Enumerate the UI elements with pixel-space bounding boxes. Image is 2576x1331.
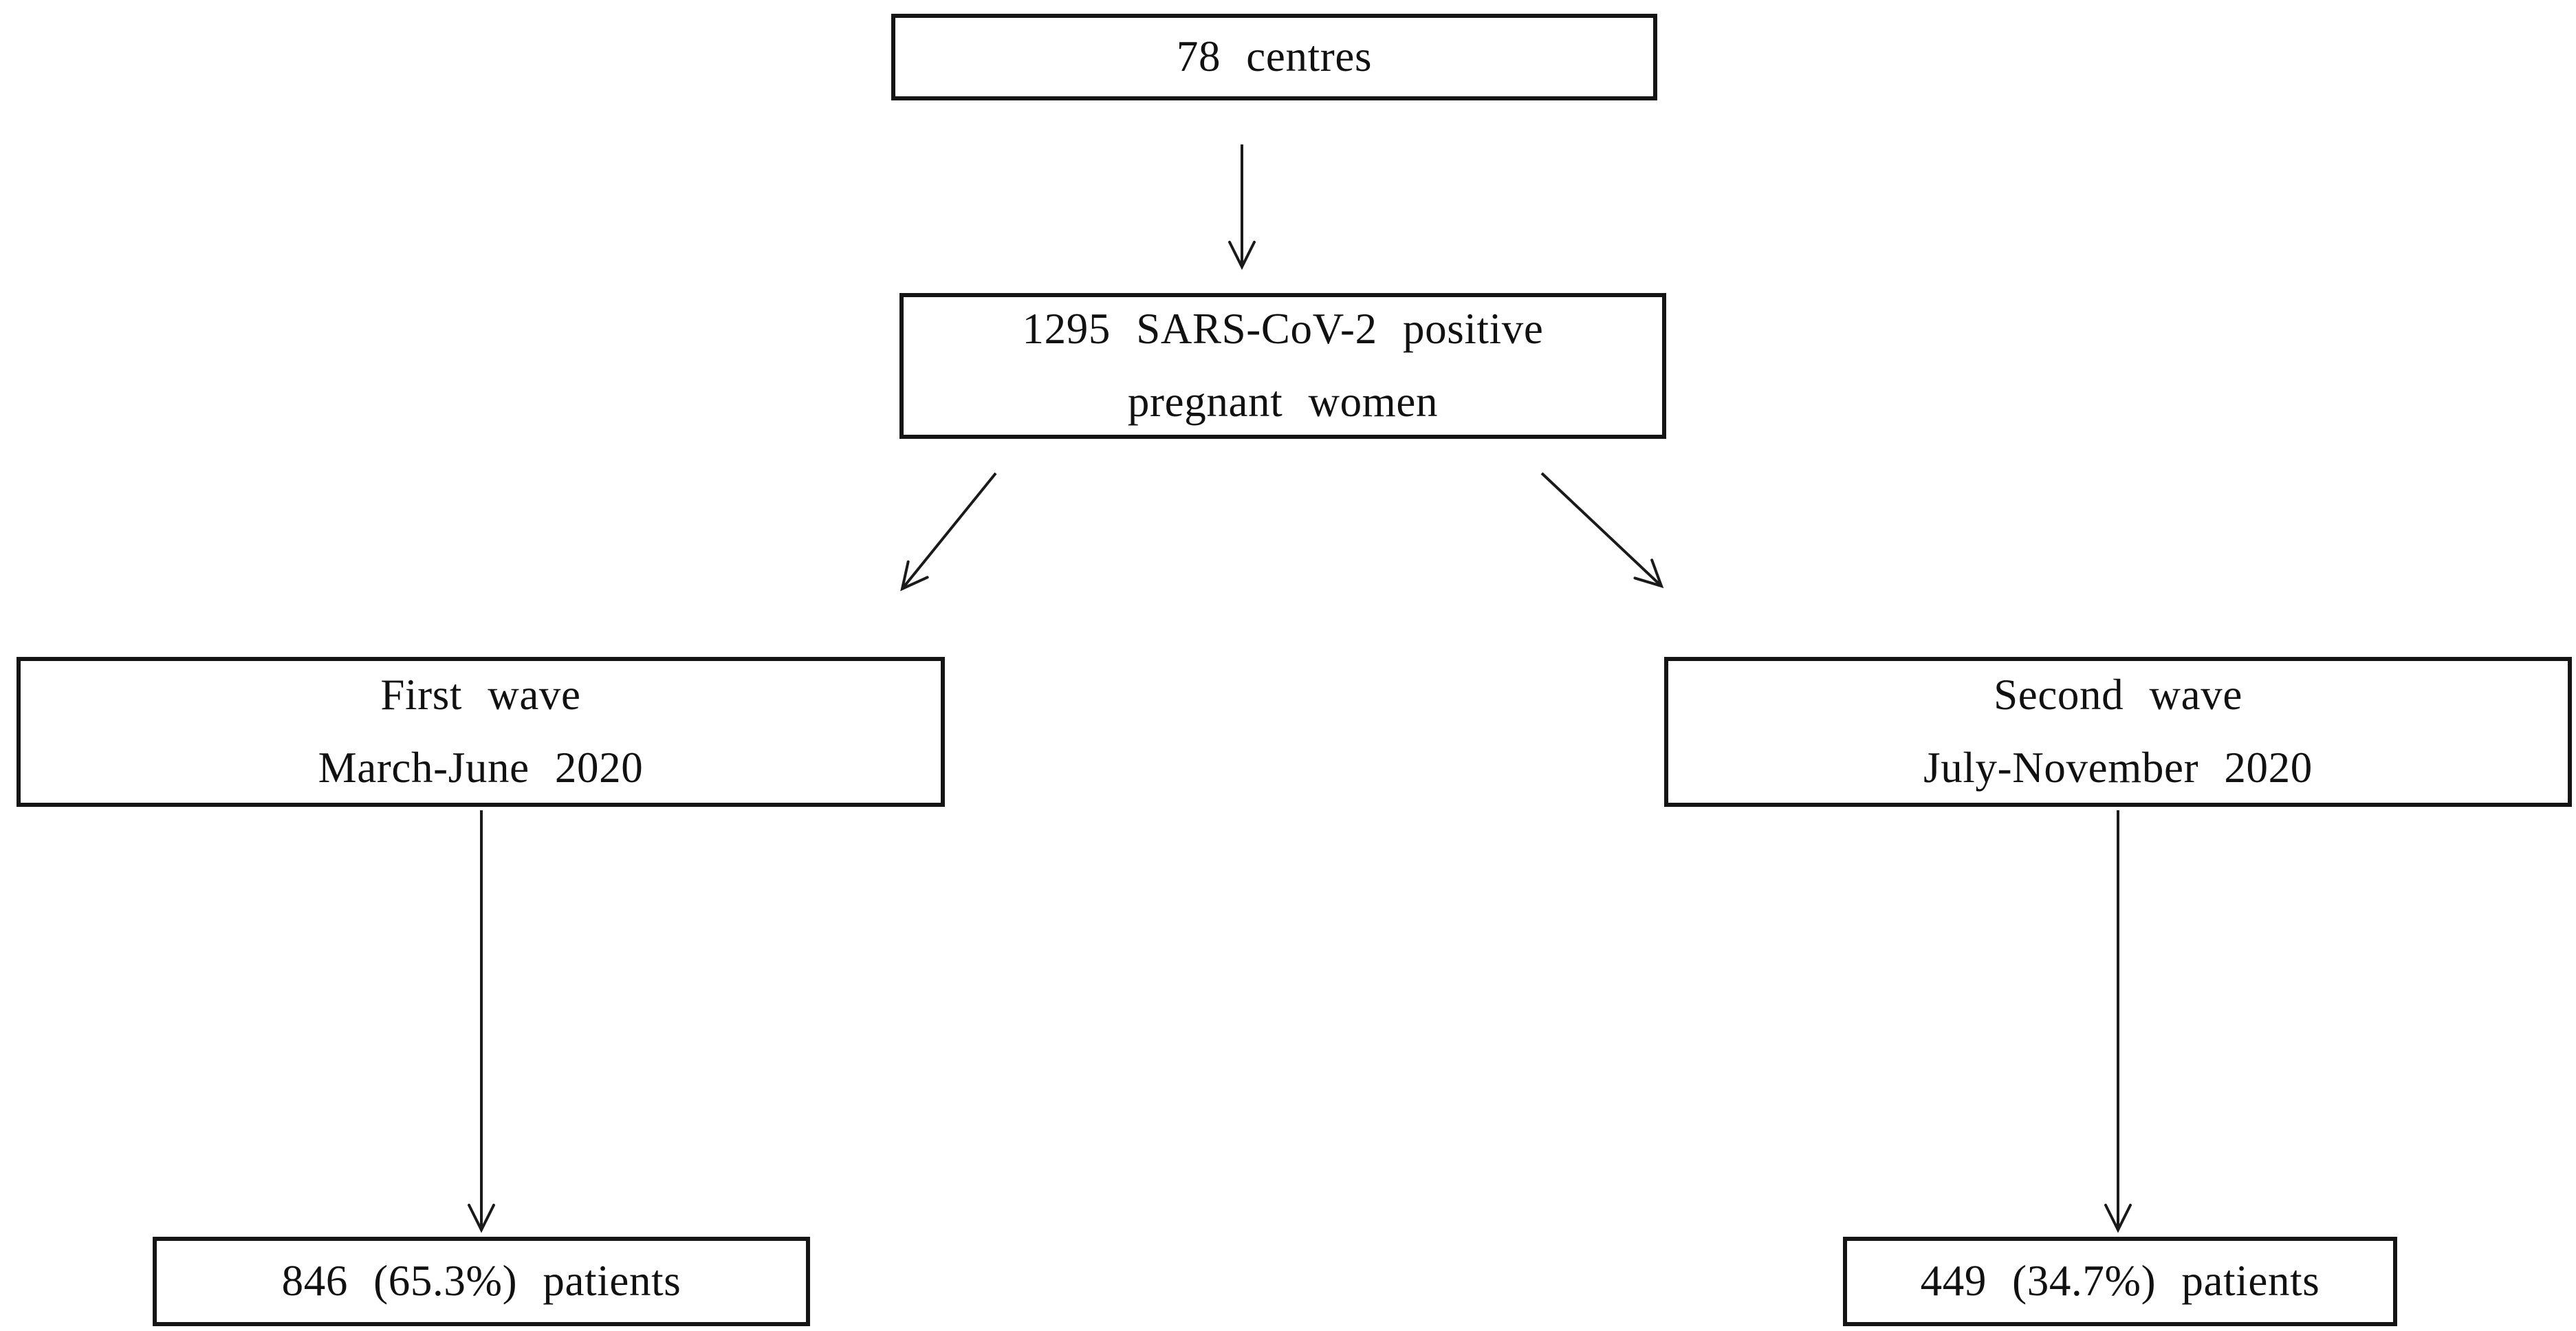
node-second-wave-line2: July-November 2020	[1923, 744, 2313, 792]
node-positive-line2: pregnant women	[1127, 378, 1439, 426]
node-first-wave-patient-count: 846 (65.3%) patients	[153, 1237, 810, 1326]
edge-positive-to-second-wave	[1540, 472, 1664, 589]
edge-positive-to-first-wave	[900, 472, 997, 592]
node-positive-pregnant-women: 1295 SARS-CoV-2 positive pregnant women	[899, 293, 1666, 439]
node-first-wave-line1: First wave	[380, 671, 581, 719]
node-first-wave-line2: March-June 2020	[318, 744, 644, 792]
node-second-wave-line1: Second wave	[1994, 671, 2242, 719]
node-second-count-label: 449 (34.7%) patients	[1920, 1257, 2320, 1306]
node-positive-line1: 1295 SARS-CoV-2 positive	[1022, 305, 1544, 354]
node-second-wave: Second wave July-November 2020	[1664, 657, 2572, 807]
node-second-wave-patient-count: 449 (34.7%) patients	[1843, 1237, 2397, 1326]
node-first-count-label: 846 (65.3%) patients	[281, 1257, 681, 1306]
node-first-wave: First wave March-June 2020	[17, 657, 945, 807]
node-centres-label: 78 centres	[1176, 32, 1373, 81]
node-centres: 78 centres	[891, 14, 1657, 100]
